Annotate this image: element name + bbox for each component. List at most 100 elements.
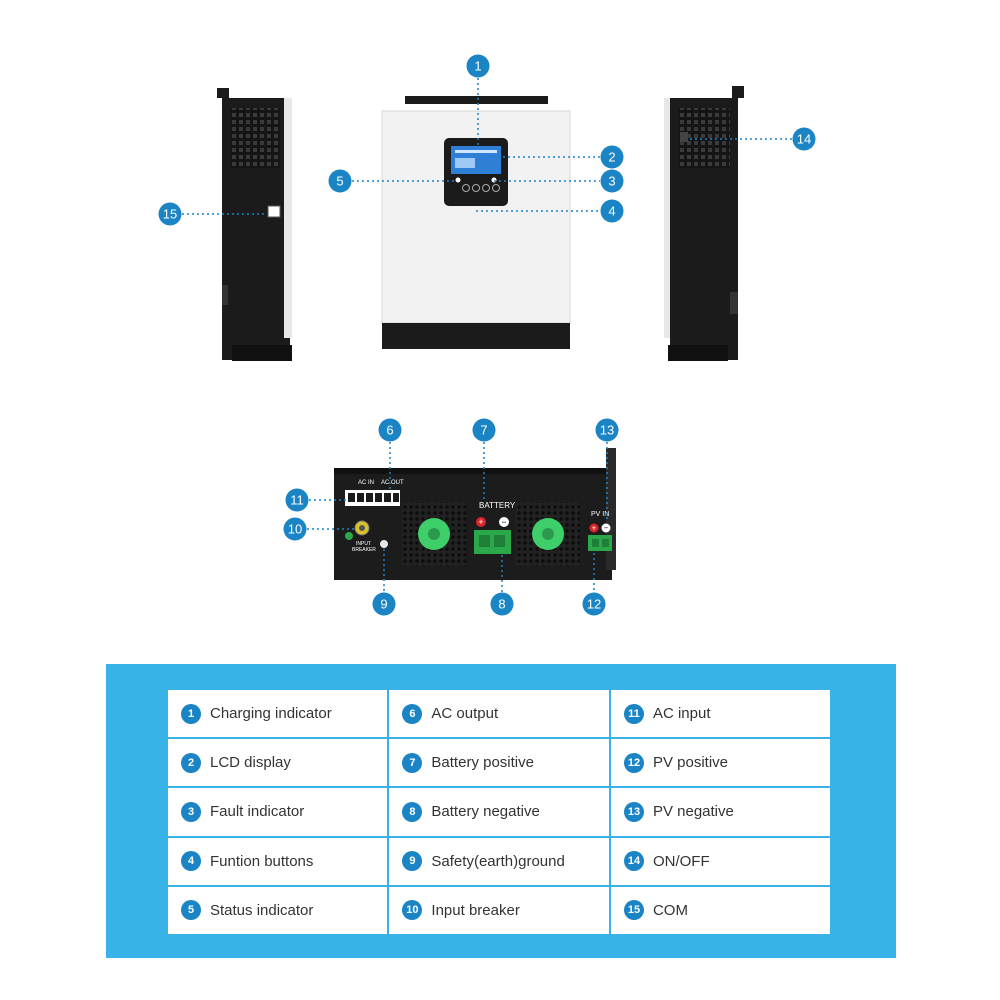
callout-2: 2 bbox=[600, 145, 624, 169]
input-breaker-label-1: INPUT bbox=[356, 541, 371, 547]
left-side-view bbox=[217, 88, 292, 361]
battery-plus-sign: + bbox=[478, 517, 483, 527]
legend-number-badge: 9 bbox=[402, 851, 423, 872]
svg-text:6: 6 bbox=[386, 423, 393, 438]
status-led bbox=[455, 177, 461, 183]
battery-label: BATTERY bbox=[479, 501, 516, 510]
legend-cell: 10 Input breaker bbox=[387, 884, 611, 937]
com-port bbox=[267, 205, 281, 218]
callout-7: 7 bbox=[472, 418, 496, 442]
svg-text:5: 5 bbox=[336, 174, 343, 189]
svg-text:7: 7 bbox=[480, 423, 487, 438]
legend-label: LCD display bbox=[210, 754, 291, 772]
legend-label: Fault indicator bbox=[210, 803, 305, 821]
svg-text:1: 1 bbox=[474, 59, 481, 74]
legend-number-badge: 4 bbox=[181, 851, 201, 872]
legend-label: Battery negative bbox=[431, 803, 540, 821]
callout-8: 8 bbox=[490, 592, 514, 616]
callout-6: 6 bbox=[378, 418, 402, 442]
legend-cell: 4 Funtion buttons bbox=[165, 835, 390, 887]
svg-text:14: 14 bbox=[797, 132, 811, 147]
input-breaker-label-2: BREAKER bbox=[352, 547, 376, 553]
callout-13: 13 bbox=[595, 418, 619, 442]
legend-cell: 12 PV positive bbox=[608, 737, 833, 789]
legend-label: Input breaker bbox=[431, 901, 520, 919]
legend-number-badge: 15 bbox=[623, 900, 644, 921]
legend-label: Status indicator bbox=[210, 901, 314, 919]
callout-3: 3 bbox=[600, 169, 624, 193]
legend-number-badge: 3 bbox=[181, 801, 201, 822]
legend-row: 4 Funtion buttons 9 Safety(earth)ground 14… bbox=[165, 835, 833, 887]
callout-4: 4 bbox=[600, 199, 624, 223]
legend-cell: 2 LCD display bbox=[165, 737, 390, 789]
legend-label: PV negative bbox=[652, 803, 734, 821]
callout-11: 11 bbox=[285, 488, 309, 512]
legend-cell: 7 Battery positive bbox=[387, 737, 611, 789]
pv-plus-sign: + bbox=[592, 524, 597, 533]
front-view bbox=[381, 96, 571, 349]
legend-label: Funtion buttons bbox=[210, 852, 314, 870]
legend-label: Battery positive bbox=[431, 754, 534, 772]
legend-label: AC input bbox=[652, 705, 711, 723]
legend-cell: 5 Status indicator bbox=[165, 884, 390, 937]
legend-number-badge: 6 bbox=[402, 703, 423, 724]
legend-number-badge: 12 bbox=[623, 752, 644, 773]
svg-text:15: 15 bbox=[163, 207, 177, 222]
pv-in-label: PV IN bbox=[591, 511, 609, 518]
svg-text:2: 2 bbox=[608, 150, 615, 165]
callout-10: 10 bbox=[283, 517, 307, 541]
legend-number-badge: 7 bbox=[402, 752, 423, 773]
ac-in-label: AC IN bbox=[358, 480, 374, 486]
legend-label: ON/OFF bbox=[652, 852, 710, 870]
legend-number-badge: 14 bbox=[623, 851, 644, 872]
callout-1: 1 bbox=[466, 54, 490, 78]
pv-minus-sign: − bbox=[604, 524, 609, 533]
legend-row: 3 Fault indicator 8 Battery negative 13 PV … bbox=[165, 786, 833, 838]
legend-number-badge: 8 bbox=[402, 801, 423, 822]
legend-number-badge: 13 bbox=[623, 801, 644, 822]
battery-minus-sign: − bbox=[501, 517, 506, 527]
legend-number-badge: 2 bbox=[181, 752, 201, 773]
legend-number-badge: 10 bbox=[402, 900, 423, 921]
pv-positive-marker bbox=[589, 523, 599, 533]
legend-row: 5 Status indicator 10 Input breaker 15 COM bbox=[165, 884, 833, 937]
svg-text:13: 13 bbox=[600, 423, 614, 438]
legend-row: 2 LCD display 7 Battery positive 12 PV posi… bbox=[165, 737, 833, 789]
legend-label: COM bbox=[652, 901, 688, 919]
ac-out-label: AC OUT bbox=[381, 480, 404, 486]
svg-text:12: 12 bbox=[587, 597, 601, 612]
svg-text:3: 3 bbox=[608, 174, 615, 189]
legend-label: AC output bbox=[431, 705, 499, 723]
svg-text:4: 4 bbox=[608, 204, 615, 219]
legend-cell: 13 PV negative bbox=[608, 786, 833, 838]
svg-text:9: 9 bbox=[380, 597, 387, 612]
callout-14: 14 bbox=[792, 127, 816, 151]
battery-positive-marker bbox=[476, 517, 486, 527]
svg-text:10: 10 bbox=[288, 522, 302, 537]
right-side-view bbox=[664, 86, 744, 361]
legend-label: Safety(earth)ground bbox=[431, 852, 565, 870]
legend-number-badge: 5 bbox=[181, 900, 201, 921]
legend-cell: 14 ON/OFF bbox=[608, 835, 833, 887]
ground-screw bbox=[380, 540, 388, 548]
legend-label: Charging indicator bbox=[210, 705, 332, 723]
legend-cell: 9 Safety(earth)ground bbox=[387, 835, 611, 887]
legend-label: PV positive bbox=[652, 754, 729, 772]
legend-cell: 11 AC input bbox=[608, 687, 833, 740]
callout-12: 12 bbox=[582, 592, 606, 616]
legend-number-badge: 11 bbox=[623, 703, 644, 724]
svg-text:8: 8 bbox=[498, 597, 505, 612]
power-switch bbox=[680, 132, 688, 142]
callout-15: 15 bbox=[158, 202, 182, 226]
legend-cell: 8 Battery negative bbox=[387, 786, 611, 838]
svg-text:11: 11 bbox=[290, 493, 304, 508]
callout-9: 9 bbox=[372, 592, 396, 616]
legend-cell: 15 COM bbox=[608, 884, 833, 937]
bottom-view: AC IN AC OUT INPUT BREAKER BATTERY + − P… bbox=[334, 448, 616, 580]
legend-cell: 6 AC output bbox=[387, 687, 611, 740]
callout-5: 5 bbox=[328, 169, 352, 193]
legend-cell: 3 Fault indicator bbox=[165, 786, 390, 838]
